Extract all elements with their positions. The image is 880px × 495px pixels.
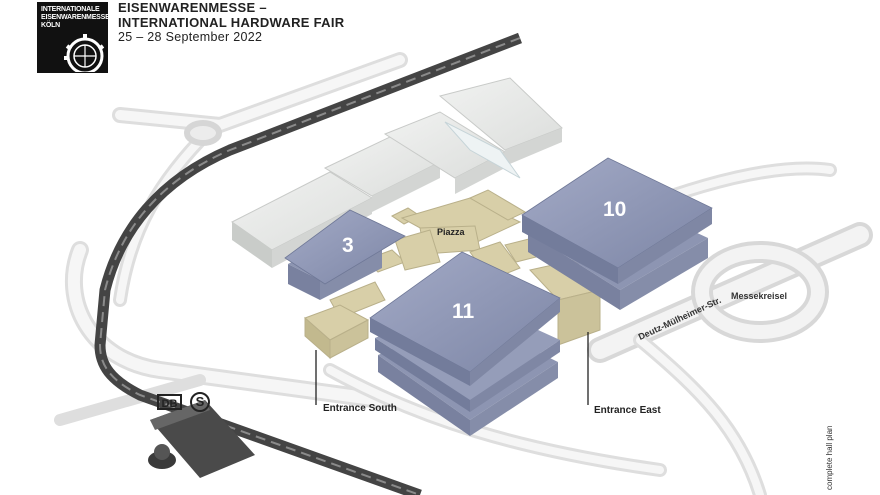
pointer-lines [315, 332, 589, 405]
connectors [304, 189, 601, 360]
entrance-east-label: Entrance East [594, 405, 661, 416]
side-note[interactable]: complete hall plan [825, 425, 834, 490]
header-title-line-1: EISENWARENMESSE – [118, 0, 267, 15]
hall-3[interactable] [284, 209, 406, 300]
hall-11-label[interactable]: 11 [452, 300, 475, 323]
entrance-south-label: Entrance South [323, 403, 397, 414]
grey-halls [231, 77, 563, 268]
hall-3-label[interactable]: 3 [342, 234, 354, 257]
railway [94, 32, 522, 495]
road-southwest [54, 374, 206, 426]
roundabout [184, 120, 829, 343]
logo-line-2: EISENWARENMESSE [41, 14, 110, 21]
roundabout-label: Messekreisel [731, 291, 788, 301]
road-west [113, 123, 217, 307]
roads [54, 52, 873, 495]
db-rail-icon: DB [157, 394, 182, 410]
header-title-line-2: INTERNATIONAL HARDWARE FAIR [118, 15, 345, 30]
s-bahn-icon: S [190, 392, 210, 412]
piazza-label: Piazza [437, 227, 465, 237]
logo-line-1: INTERNATIONALE [41, 6, 100, 13]
hall-10[interactable] [521, 157, 713, 310]
fair-logo: INTERNATIONALE EISENWARENMESSE KÖLN [37, 2, 110, 73]
road-outer-loop-inner [67, 244, 386, 406]
logo-line-3: KÖLN [41, 22, 61, 29]
header-dates: 25 – 28 September 2022 [118, 30, 263, 44]
gear-icon [64, 34, 105, 72]
hall-10-label[interactable]: 10 [603, 198, 627, 221]
hall-11[interactable] [369, 251, 561, 436]
fair-header: EISENWARENMESSE – INTERNATIONAL HARDWARE… [118, 0, 344, 45]
